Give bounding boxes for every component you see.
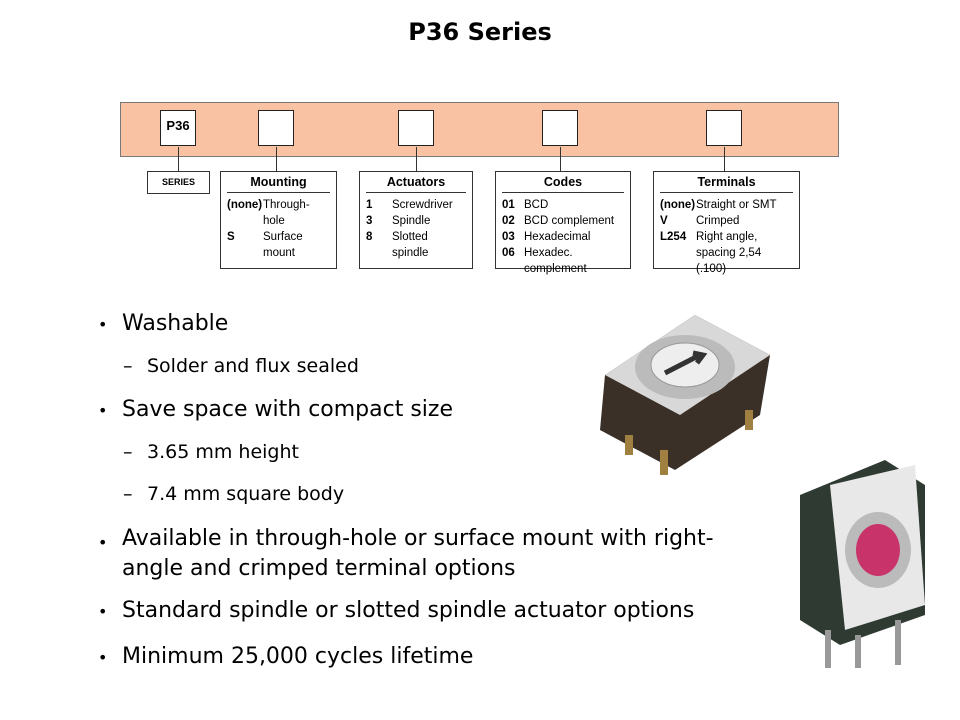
codes-box: Codes 01 BCD 02 BCD complement 03 Hexadecim… — [495, 171, 631, 275]
desc: Through-hole — [263, 199, 310, 227]
desc: Right angle, spacing 2,54 (.100) — [696, 231, 762, 275]
connector-line — [276, 147, 277, 171]
mounting-box: Mounting (none)Through-hole S Surface mou… — [220, 171, 337, 269]
code: (none) — [660, 199, 696, 211]
actuator-code-box — [398, 110, 434, 146]
mounting-code-box — [258, 110, 294, 146]
terminals-title: Terminals — [660, 175, 793, 193]
bullet-washable: Washable — [98, 311, 228, 336]
code: 06 — [502, 247, 515, 259]
sub-bullet-body: 7.4 mm square body — [123, 483, 344, 505]
terminals-code-box — [706, 110, 742, 146]
series-label: SERIES — [147, 171, 210, 194]
sub-bullet-sealed: Solder and flux sealed — [123, 355, 359, 377]
bullet-compact: Save space with compact size — [98, 397, 453, 422]
bullet-lifetime: Minimum 25,000 cycles lifetime — [98, 644, 473, 669]
actuators-box: Actuators 1 Screwdriver 3 Spindle 8 Slotted… — [359, 171, 473, 269]
sub-bullet-height: 3.65 mm height — [123, 441, 299, 463]
code: 01 — [502, 199, 515, 211]
desc: Hexadecimal — [524, 231, 591, 243]
code: 03 — [502, 231, 515, 243]
slide-title: P36 Series — [408, 18, 552, 46]
terminals-box: Terminals (none)Straight or SMT V Crimped… — [653, 171, 800, 275]
desc: Surface mount — [263, 231, 303, 259]
code: V — [660, 215, 668, 227]
codes-code-box — [542, 110, 578, 146]
code: 02 — [502, 215, 515, 227]
desc: Crimped — [696, 215, 740, 227]
desc: Spindle — [392, 215, 431, 227]
series-code-box: P36 — [160, 110, 196, 146]
code: (none) — [227, 199, 263, 211]
code: S — [227, 231, 235, 243]
code: L254 — [660, 231, 687, 243]
connector-line — [724, 147, 725, 171]
desc: Straight or SMT — [696, 199, 777, 211]
through-hole-switch-photo — [800, 460, 925, 668]
desc: BCD — [524, 199, 549, 211]
bullet-mounting-options: Available in through-hole or surface mou… — [98, 524, 722, 584]
desc: Slotted spindle — [392, 231, 429, 259]
actuators-title: Actuators — [366, 175, 466, 193]
mounting-title: Mounting — [227, 175, 330, 193]
desc: Hexadec. complement — [524, 247, 587, 275]
smt-switch-photo — [600, 315, 770, 475]
connector-line — [560, 147, 561, 171]
codes-title: Codes — [502, 175, 624, 193]
code: 1 — [366, 199, 373, 211]
connector-line — [416, 147, 417, 171]
code: 3 — [366, 215, 373, 227]
desc: BCD complement — [524, 215, 615, 227]
connector-line — [178, 147, 179, 171]
desc: Screwdriver — [392, 199, 453, 211]
code: 8 — [366, 231, 373, 243]
bullet-actuator-options: Standard spindle or slotted spindle actu… — [98, 598, 694, 623]
